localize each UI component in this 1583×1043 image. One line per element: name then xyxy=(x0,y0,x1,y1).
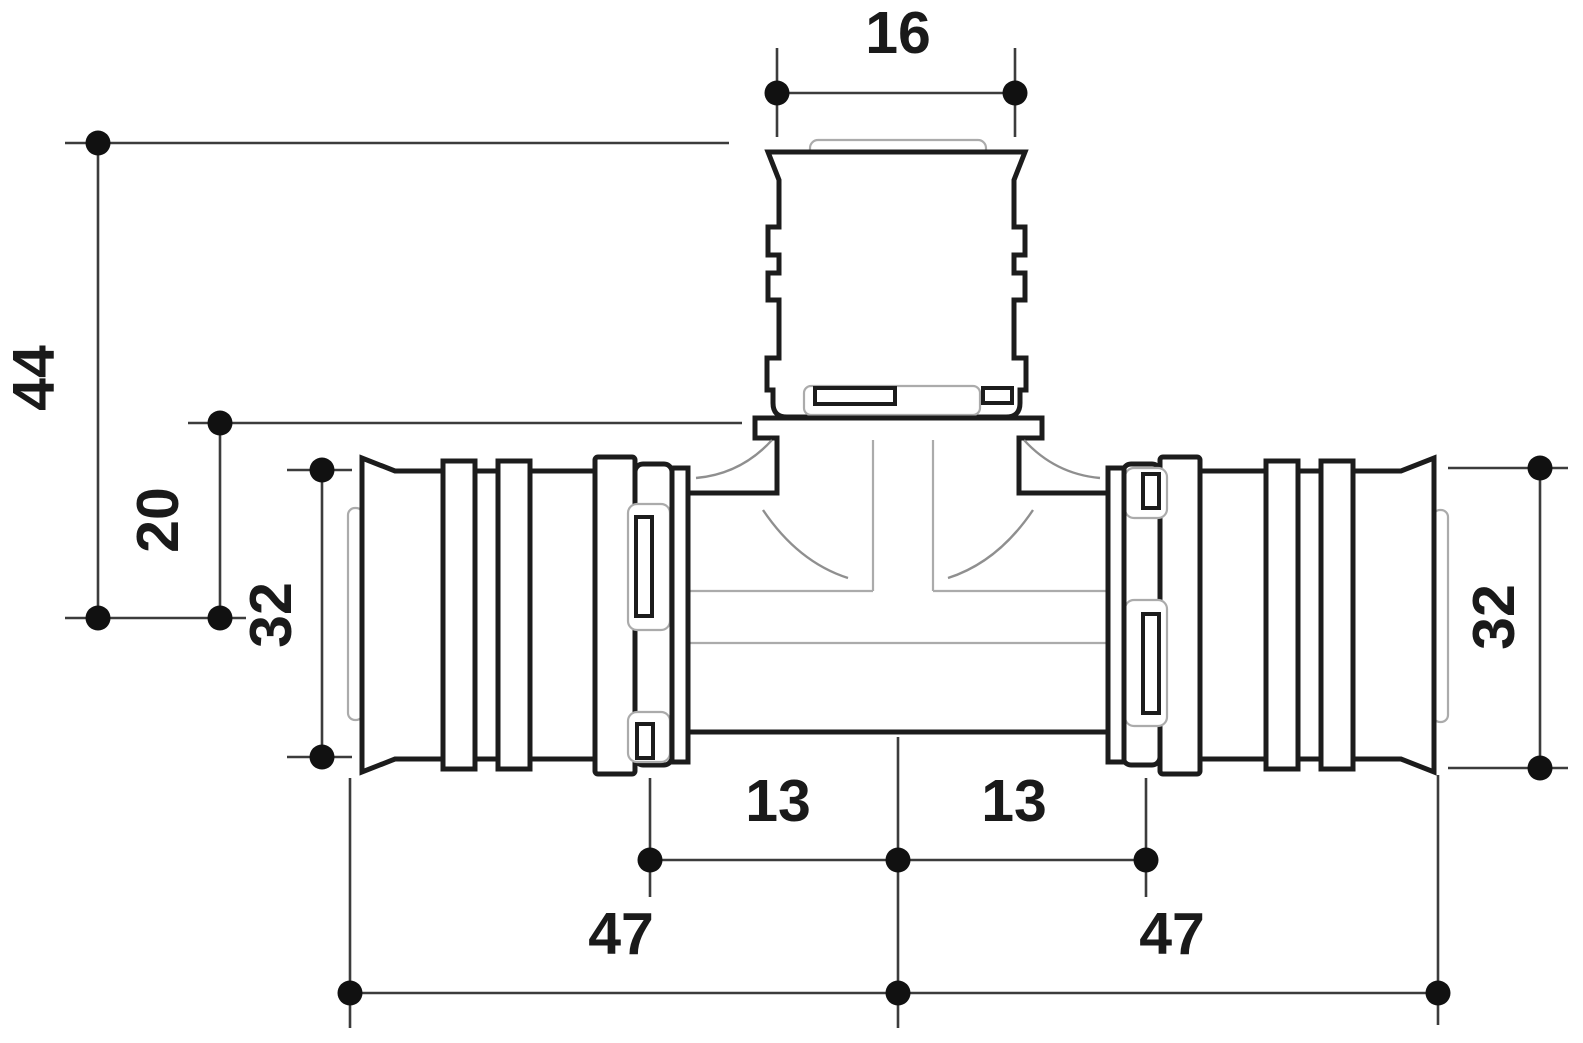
right-press-connection xyxy=(1120,454,1450,777)
dimension-32-left: 32 xyxy=(238,457,352,770)
right-press-band-inner xyxy=(1263,458,1301,772)
dimension-endpoint-dot xyxy=(1527,755,1553,781)
right-press-band-outer xyxy=(1318,458,1356,772)
right-sight-window-lower xyxy=(1141,612,1161,715)
top-press-sleeve xyxy=(764,149,1029,420)
dimension-value-label: 13 xyxy=(745,768,811,834)
right-flange-fillet-curve xyxy=(1023,439,1101,480)
top-sight-window-short xyxy=(981,386,1014,405)
dimension-value-label: 47 xyxy=(588,901,654,967)
dimension-endpoint-dot xyxy=(207,605,233,631)
dimension-endpoint-dot xyxy=(885,980,911,1006)
dimension-endpoint-dot xyxy=(764,80,790,106)
dimension-value-label: 44 xyxy=(1,345,67,411)
dimension-value-label: 16 xyxy=(865,0,931,66)
right-bore-fillet-curve xyxy=(947,509,1034,580)
left-sight-window-lower xyxy=(635,722,655,760)
dimension-endpoint-dot xyxy=(1133,847,1159,873)
dimension-endpoint-dot xyxy=(1002,80,1028,106)
dimension-value-label: 32 xyxy=(1461,584,1527,650)
right-socket-ring xyxy=(1105,465,1127,765)
dimension-endpoint-dot xyxy=(885,847,911,873)
left-press-connection xyxy=(346,454,675,777)
dimension-13-13-center: 13 13 xyxy=(637,737,1159,1028)
dimension-value-label: 47 xyxy=(1139,901,1205,967)
left-press-band-outer xyxy=(440,458,478,772)
dimension-endpoint-dot xyxy=(1425,980,1451,1006)
dimension-endpoint-dot xyxy=(309,457,335,483)
dimension-value-label: 13 xyxy=(981,768,1047,834)
right-sight-window-upper xyxy=(1141,472,1161,510)
dimension-32-right: 32 xyxy=(1448,455,1568,781)
left-flange-fillet-curve xyxy=(695,439,773,480)
dimension-value-label: 32 xyxy=(238,582,304,648)
tee-body-outline xyxy=(685,415,1111,735)
dimension-annotations: 16 44 20 32 32 13 13 47 47 xyxy=(1,0,1568,1028)
left-socket-ring xyxy=(669,465,691,765)
left-sight-window-upper xyxy=(634,515,654,618)
dimension-endpoint-dot xyxy=(637,847,663,873)
dimension-20-left: 20 xyxy=(125,410,742,631)
dimension-endpoint-dot xyxy=(309,744,335,770)
left-bore-fillet-curve xyxy=(762,509,849,580)
top-press-connection xyxy=(764,138,1029,420)
dimension-value-label: 20 xyxy=(125,487,191,553)
dimension-endpoint-dot xyxy=(207,410,233,436)
tee-body xyxy=(669,415,1127,765)
dimension-47-47-bottom: 47 47 xyxy=(337,775,1451,1028)
dimension-endpoint-dot xyxy=(337,980,363,1006)
dimension-44-left: 44 xyxy=(1,130,729,631)
dimension-endpoint-dot xyxy=(85,130,111,156)
top-sight-window-long xyxy=(813,386,897,406)
dimension-endpoint-dot xyxy=(85,605,111,631)
left-press-band-inner xyxy=(495,458,533,772)
dimension-16-top: 16 xyxy=(764,0,1028,137)
dimension-endpoint-dot xyxy=(1527,455,1553,481)
